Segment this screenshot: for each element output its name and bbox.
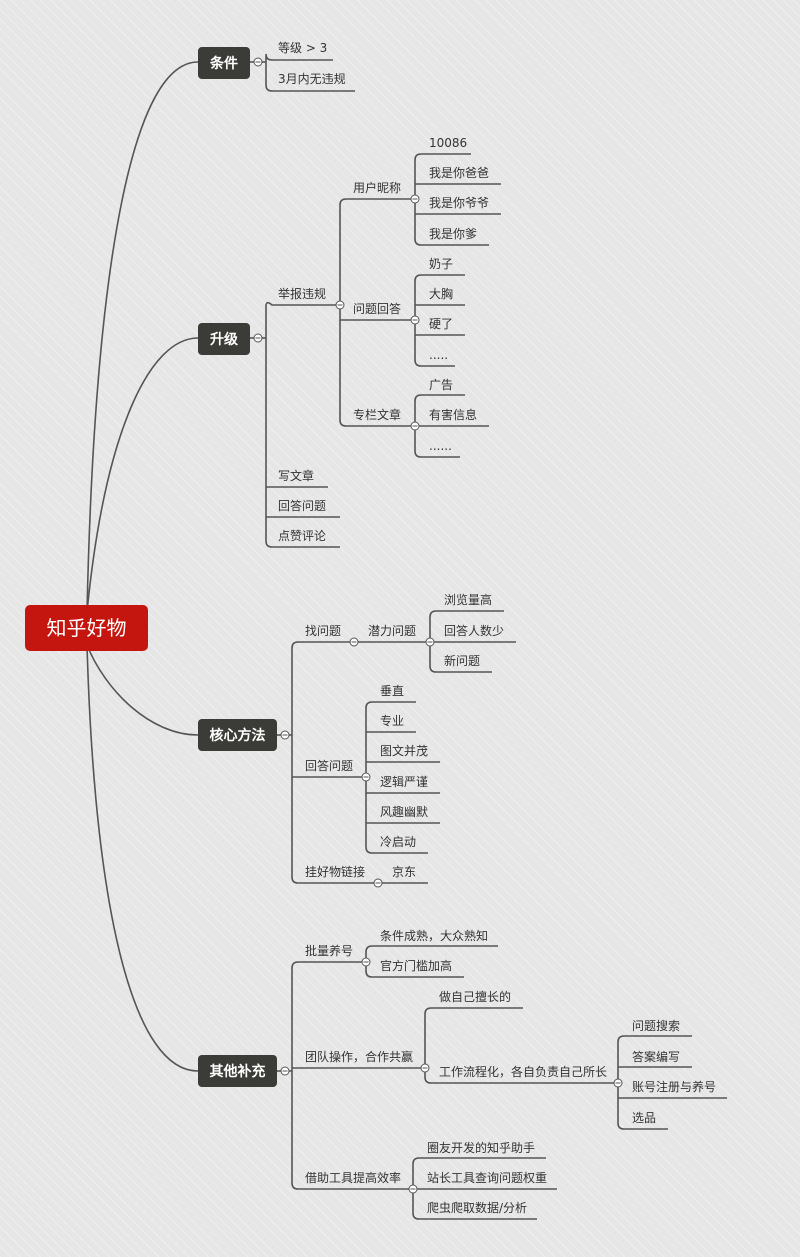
collapse-toggle-find[interactable] <box>349 637 359 647</box>
node-conditions-label: 条件 <box>209 55 238 72</box>
leaf-upgrade-answer[interactable]: 回答问题 <box>278 498 326 513</box>
leaf-tools-1[interactable]: 圈友开发的知乎助手 <box>427 1140 535 1155</box>
collapse-toggle-potential[interactable] <box>425 637 435 647</box>
node-labels: 等级 > 3 3月内无违规 举报违规 用户昵称 问题回答 专栏文章 10086 … <box>278 41 716 1215</box>
collapse-toggle-batch[interactable] <box>361 957 371 967</box>
leaf-batch-1[interactable]: 条件成熟，大众熟知 <box>380 928 488 943</box>
leaf-column-1[interactable]: 广告 <box>429 378 453 392</box>
node-upgrade-label: 升级 <box>210 331 239 348</box>
node-find-label[interactable]: 找问题 <box>305 624 341 638</box>
collapse-toggle-tools[interactable] <box>408 1184 418 1194</box>
node-core-label: 核心方法 <box>210 727 266 744</box>
leaf-qa-1[interactable]: 奶子 <box>429 257 453 271</box>
node-nickname-label[interactable]: 用户昵称 <box>353 180 401 195</box>
node-tools-label[interactable]: 借助工具提高效率 <box>305 1170 401 1185</box>
collapse-toggle-qa[interactable] <box>410 315 420 325</box>
root-label: 知乎好物 <box>47 616 127 640</box>
collapse-toggle-report[interactable] <box>335 300 345 310</box>
leaf-batch-2[interactable]: 官方门槛加高 <box>380 958 452 973</box>
leaf-workflow-1[interactable]: 问题搜索 <box>632 1018 680 1033</box>
leaf-condition-level[interactable]: 等级 > 3 <box>278 41 327 55</box>
node-link-label[interactable]: 挂好物链接 <box>305 864 365 879</box>
leaf-answer-2[interactable]: 专业 <box>380 713 404 728</box>
root-node[interactable]: 知乎好物 <box>25 605 148 651</box>
node-answer-label[interactable]: 回答问题 <box>305 758 353 773</box>
leaf-link-jd[interactable]: 京东 <box>392 865 416 879</box>
leaf-team-good-at[interactable]: 做自己擅长的 <box>439 989 511 1004</box>
collapse-toggle-team[interactable] <box>420 1063 430 1073</box>
leaf-column-3[interactable]: ...... <box>429 439 452 453</box>
node-core[interactable]: 核心方法 <box>198 719 277 751</box>
node-workflow-label[interactable]: 工作流程化，各自负责自己所长 <box>439 1064 607 1079</box>
leaf-nickname-3[interactable]: 我是你爷爷 <box>429 196 489 210</box>
collapse-toggle-extra[interactable] <box>280 1066 290 1076</box>
connector-lines <box>86 53 727 1220</box>
collapse-toggle-nickname[interactable] <box>410 194 420 204</box>
leaf-workflow-4[interactable]: 选品 <box>632 1111 656 1125</box>
leaf-workflow-2[interactable]: 答案编写 <box>632 1049 680 1064</box>
node-qa-label[interactable]: 问题回答 <box>353 301 401 316</box>
leaf-answer-1[interactable]: 垂直 <box>380 684 404 698</box>
leaf-potential-3[interactable]: 新问题 <box>444 653 480 668</box>
leaf-upgrade-write[interactable]: 写文章 <box>278 468 314 483</box>
node-batch-label[interactable]: 批量养号 <box>305 943 353 958</box>
leaf-upgrade-like[interactable]: 点赞评论 <box>278 529 326 543</box>
collapse-toggle-workflow[interactable] <box>613 1078 623 1088</box>
collapse-toggle-upgrade[interactable] <box>253 333 263 343</box>
node-extra[interactable]: 其他补充 <box>198 1055 277 1087</box>
node-extra-label: 其他补充 <box>210 1063 266 1080</box>
leaf-nickname-2[interactable]: 我是你爸爸 <box>429 166 489 180</box>
leaf-qa-2[interactable]: 大胸 <box>429 286 453 301</box>
leaf-tools-2[interactable]: 站长工具查询问题权重 <box>427 1171 547 1185</box>
node-column-label[interactable]: 专栏文章 <box>353 407 401 422</box>
node-conditions[interactable]: 条件 <box>198 47 250 79</box>
leaf-qa-4[interactable]: ..... <box>429 348 448 362</box>
leaf-potential-2[interactable]: 回答人数少 <box>444 623 504 638</box>
leaf-potential-1[interactable]: 浏览量高 <box>444 592 492 607</box>
node-upgrade[interactable]: 升级 <box>198 323 250 355</box>
collapse-toggles <box>253 57 623 1194</box>
node-report-label[interactable]: 举报违规 <box>278 286 326 301</box>
node-team-label[interactable]: 团队操作，合作共赢 <box>305 1049 413 1064</box>
leaf-condition-no-violation[interactable]: 3月内无违规 <box>278 71 346 86</box>
collapse-toggle-core[interactable] <box>280 730 290 740</box>
leaf-answer-3[interactable]: 图文并茂 <box>380 743 428 758</box>
leaf-qa-3[interactable]: 硬了 <box>429 317 453 331</box>
leaf-nickname-4[interactable]: 我是你爹 <box>429 227 477 241</box>
leaf-answer-4[interactable]: 逻辑严谨 <box>380 775 428 789</box>
collapse-toggle-column[interactable] <box>410 421 420 431</box>
node-potential-label[interactable]: 潜力问题 <box>368 624 416 638</box>
leaf-workflow-3[interactable]: 账号注册与养号 <box>632 1079 716 1094</box>
collapse-toggle-link[interactable] <box>373 878 383 888</box>
leaf-nickname-1[interactable]: 10086 <box>429 136 467 150</box>
leaf-column-2[interactable]: 有害信息 <box>429 407 477 422</box>
leaf-answer-6[interactable]: 冷启动 <box>380 835 416 849</box>
collapse-toggle-answer[interactable] <box>361 772 371 782</box>
leaf-tools-3[interactable]: 爬虫爬取数据/分析 <box>427 1200 527 1215</box>
leaf-answer-5[interactable]: 风趣幽默 <box>380 804 428 819</box>
collapse-toggle-conditions[interactable] <box>253 57 263 67</box>
